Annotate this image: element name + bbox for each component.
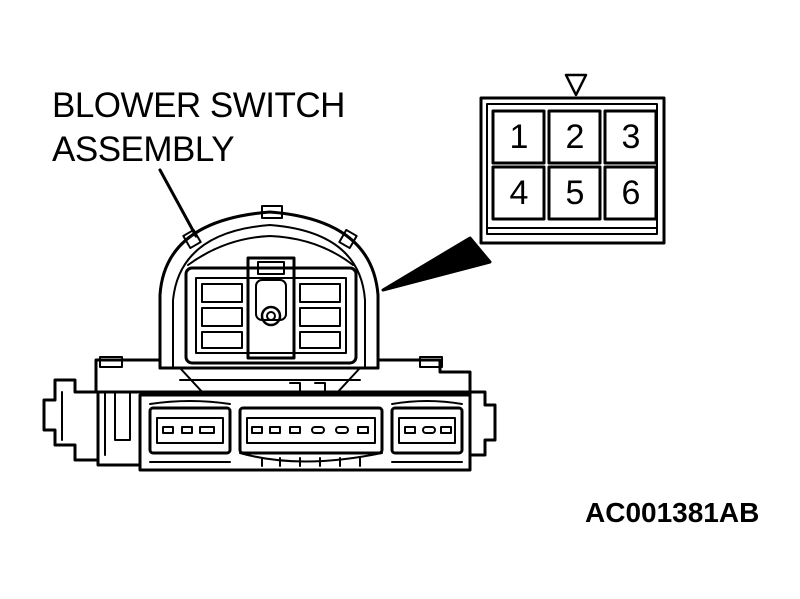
pin-number: 1 [509, 117, 529, 156]
component-label: BLOWER SWITCH ASSEMBLY [52, 84, 345, 172]
figure-id: AC001381AB [585, 497, 760, 528]
terminal-block [138, 382, 472, 472]
pin-number: 5 [565, 173, 585, 212]
pin-number: 6 [621, 173, 641, 212]
pin-number: 4 [509, 173, 529, 212]
connector-face [479, 73, 666, 245]
switch-housing [42, 205, 497, 467]
label-leader-line [158, 168, 198, 238]
component-label-line1: BLOWER SWITCH [52, 86, 345, 125]
connector-pointer [381, 236, 492, 292]
component-label-line2: ASSEMBLY [52, 130, 235, 169]
pin-number: 3 [621, 117, 641, 156]
pin-number: 2 [565, 117, 585, 156]
